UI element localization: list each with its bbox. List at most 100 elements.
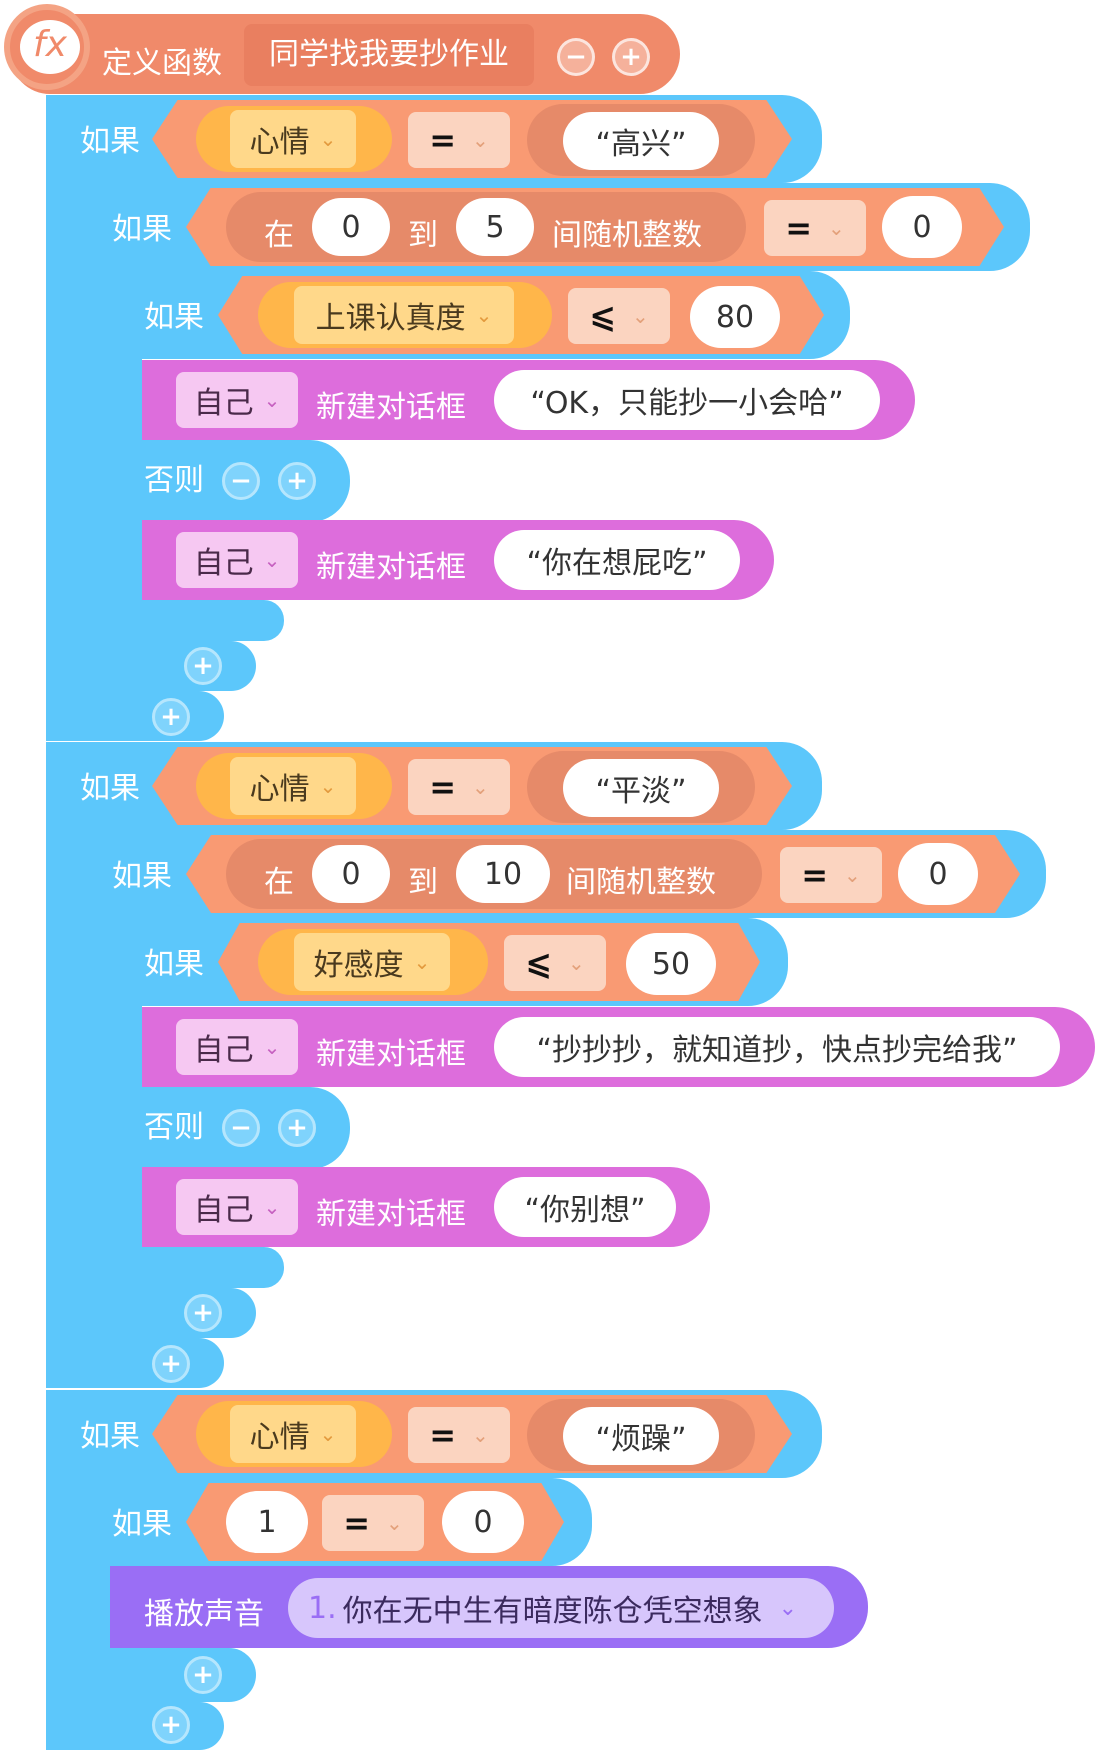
add-else-button[interactable]: + bbox=[278, 1109, 316, 1147]
chevron-down-icon: ⌄ bbox=[263, 1195, 281, 1219]
chevron-down-icon: ⌄ bbox=[413, 950, 431, 974]
chevron-down-icon: ⌄ bbox=[472, 775, 489, 799]
operator-symbol: = bbox=[343, 1504, 371, 1542]
if-foot-3 bbox=[46, 1702, 224, 1750]
number-input-compare[interactable]: 0 bbox=[898, 843, 978, 905]
random-from-input[interactable]: 0 bbox=[312, 845, 390, 903]
string-input-irritable[interactable]: “烦躁” bbox=[563, 1407, 719, 1465]
fx-icon-glyph: fx bbox=[20, 20, 80, 74]
add-branch-button[interactable]: + bbox=[152, 1706, 190, 1744]
var-dropdown-affection[interactable]: 好感度 ⌄ bbox=[294, 933, 450, 991]
play-sound-label: 播放声音 bbox=[144, 1597, 264, 1632]
operator-dropdown-eq[interactable]: =⌄ bbox=[764, 200, 866, 256]
dialog-text-input[interactable]: “你在想屁吃” bbox=[494, 530, 740, 590]
operator-dropdown-eq[interactable]: =⌄ bbox=[408, 1407, 510, 1463]
if-block-outer-2[interactable] bbox=[46, 742, 82, 1388]
var-dropdown-mood[interactable]: 心情⌄ bbox=[230, 110, 356, 168]
dialog-text-input[interactable]: “OK，只能抄一小会哈” bbox=[494, 370, 880, 430]
sprite-name: 自己 bbox=[193, 1033, 254, 1068]
var-name: 好感度 bbox=[313, 948, 404, 983]
if-foot-3a bbox=[78, 1648, 256, 1702]
sound-name: 你在无中生有暗度陈仓凭空想象 bbox=[342, 1594, 763, 1629]
sprite-name: 自己 bbox=[193, 1193, 254, 1228]
add-branch-button[interactable]: + bbox=[152, 1345, 190, 1383]
sprite-name: 自己 bbox=[193, 546, 254, 581]
random-in-label: 在 bbox=[264, 218, 294, 253]
add-else-button[interactable]: + bbox=[278, 462, 316, 500]
operator-dropdown-le[interactable]: ⩽⌄ bbox=[568, 288, 670, 344]
add-branch-button[interactable]: + bbox=[184, 1656, 222, 1694]
if-label: 如果 bbox=[80, 124, 140, 159]
add-branch-button[interactable]: + bbox=[152, 698, 190, 736]
add-branch-button[interactable]: + bbox=[184, 1294, 222, 1332]
string-input-happy[interactable]: “高兴” bbox=[563, 112, 719, 170]
chevron-down-icon: ⌄ bbox=[319, 1422, 337, 1446]
dialog-text-input[interactable]: “抄抄抄，就知道抄，快点抄完给我” bbox=[494, 1017, 1060, 1077]
operator-symbol: ⩽ bbox=[589, 297, 617, 335]
chevron-down-icon: ⌄ bbox=[472, 128, 489, 152]
sprite-dropdown-self[interactable]: 自己 ⌄ bbox=[176, 1179, 298, 1235]
var-name: 心情 bbox=[249, 125, 310, 160]
random-suffix-label: 间随机整数 bbox=[566, 865, 716, 900]
var-dropdown-attention[interactable]: 上课认真度 ⌄ bbox=[294, 286, 514, 344]
chevron-down-icon: ⌄ bbox=[472, 1423, 489, 1447]
if-foot-2a bbox=[78, 1288, 256, 1338]
if-else-foot-1b bbox=[110, 600, 284, 641]
operator-dropdown-eq[interactable]: =⌄ bbox=[780, 847, 882, 903]
sound-dropdown[interactable]: 1. 你在无中生有暗度陈仓凭空想象 ⌄ bbox=[288, 1578, 834, 1638]
operator-dropdown-eq[interactable]: =⌄ bbox=[322, 1495, 424, 1551]
random-to-input[interactable]: 5 bbox=[456, 198, 534, 256]
chevron-down-icon: ⌄ bbox=[632, 304, 649, 328]
remove-else-button[interactable]: − bbox=[222, 462, 260, 500]
new-dialog-label: 新建对话框 bbox=[316, 1197, 466, 1232]
var-dropdown-mood[interactable]: 心情⌄ bbox=[230, 757, 356, 815]
sprite-name: 自己 bbox=[193, 386, 254, 421]
number-input-right[interactable]: 0 bbox=[442, 1491, 524, 1553]
chevron-down-icon: ⌄ bbox=[828, 216, 845, 240]
remove-else-button[interactable]: − bbox=[222, 1109, 260, 1147]
else-label: 否则 bbox=[144, 1110, 204, 1145]
sprite-dropdown-self[interactable]: 自己 ⌄ bbox=[176, 372, 298, 428]
operator-dropdown-eq[interactable]: =⌄ bbox=[408, 112, 510, 168]
chevron-down-icon: ⌄ bbox=[263, 1035, 281, 1059]
remove-param-button[interactable]: − bbox=[557, 38, 595, 76]
chevron-down-icon: ⌄ bbox=[475, 303, 493, 327]
dialog-text-input[interactable]: “你别想” bbox=[494, 1177, 676, 1237]
new-dialog-label: 新建对话框 bbox=[316, 1037, 466, 1072]
add-param-button[interactable]: + bbox=[612, 38, 650, 76]
new-dialog-label: 新建对话框 bbox=[316, 550, 466, 585]
chevron-down-icon: ⌄ bbox=[568, 951, 585, 975]
sprite-dropdown-self[interactable]: 自己 ⌄ bbox=[176, 532, 298, 588]
new-dialog-label: 新建对话框 bbox=[316, 390, 466, 425]
var-name: 上课认真度 bbox=[315, 301, 466, 336]
if-foot-2 bbox=[46, 1338, 224, 1388]
operator-dropdown-eq[interactable]: =⌄ bbox=[408, 759, 510, 815]
if-label: 如果 bbox=[80, 1419, 140, 1454]
var-name: 心情 bbox=[249, 1420, 310, 1455]
define-function-label: 定义函数 bbox=[102, 46, 222, 81]
operator-symbol: = bbox=[429, 1416, 457, 1454]
chevron-down-icon: ⌄ bbox=[386, 1511, 403, 1535]
operator-dropdown-le[interactable]: ⩽⌄ bbox=[504, 935, 606, 991]
if-else-foot-2b bbox=[110, 1247, 284, 1288]
chevron-down-icon: ⌄ bbox=[844, 863, 861, 887]
random-to-input[interactable]: 10 bbox=[456, 845, 550, 903]
sprite-dropdown-self[interactable]: 自己 ⌄ bbox=[176, 1019, 298, 1075]
if-label: 如果 bbox=[112, 1507, 172, 1542]
number-input-threshold[interactable]: 50 bbox=[626, 933, 716, 995]
chevron-down-icon: ⌄ bbox=[263, 388, 281, 412]
add-branch-button[interactable]: + bbox=[184, 647, 222, 685]
operator-symbol: ⩽ bbox=[525, 944, 553, 982]
number-input-compare[interactable]: 0 bbox=[882, 196, 962, 258]
if-block-outer-1[interactable] bbox=[46, 95, 82, 740]
string-input-calm[interactable]: “平淡” bbox=[563, 759, 719, 817]
random-to-label: 到 bbox=[408, 865, 438, 900]
var-dropdown-mood[interactable]: 心情 ⌄ bbox=[230, 1405, 356, 1463]
function-name-field[interactable]: 同学找我要抄作业 bbox=[244, 24, 534, 86]
operator-symbol: = bbox=[785, 209, 813, 247]
sound-index: 1. bbox=[308, 1590, 337, 1626]
random-from-input[interactable]: 0 bbox=[312, 198, 390, 256]
chevron-down-icon: ⌄ bbox=[263, 548, 281, 572]
number-input-left[interactable]: 1 bbox=[226, 1491, 308, 1553]
number-input-threshold[interactable]: 80 bbox=[690, 286, 780, 348]
